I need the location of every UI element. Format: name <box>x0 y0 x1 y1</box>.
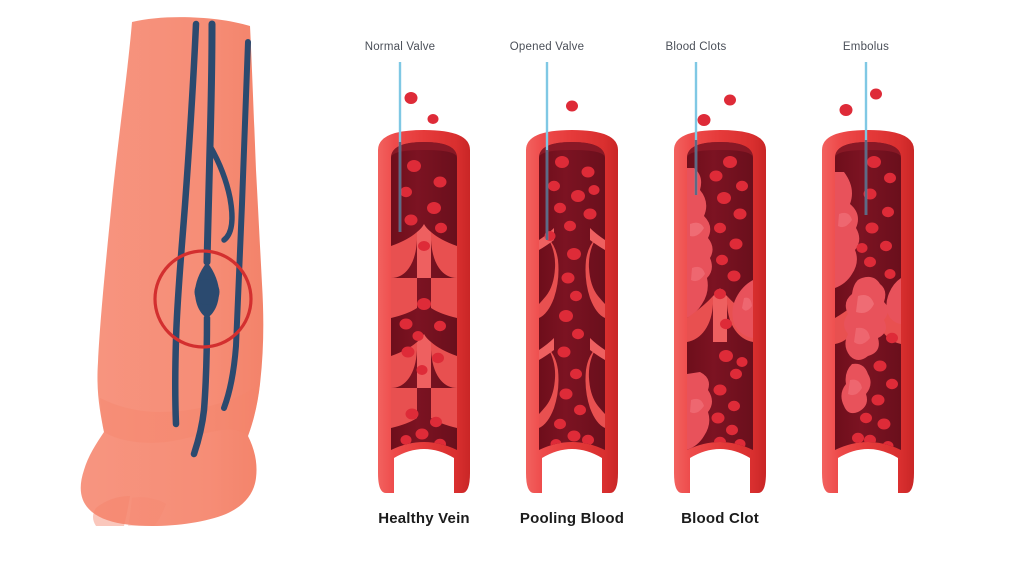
lumen-contents <box>835 156 901 450</box>
caption-healthy-vein: Healthy Vein <box>378 510 470 527</box>
vessel-blood-clot <box>674 94 766 493</box>
embolus-highlight-1 <box>856 295 874 313</box>
lumen-rim <box>835 142 901 158</box>
thrombus-node <box>194 279 220 305</box>
clot-upper-left <box>835 172 860 288</box>
valve2-left-open <box>539 348 559 428</box>
toe-crease-1 <box>93 496 130 526</box>
valve1-right <box>431 232 457 278</box>
pointer-label-normal-valve: Normal Valve <box>364 41 436 53</box>
floating-blood-cells <box>566 100 578 112</box>
thrombus-highlight-circle <box>153 249 253 349</box>
vessel-healthy-vein <box>378 92 470 493</box>
lumen-contents <box>687 156 753 450</box>
clot-upper-right <box>886 278 901 324</box>
lumen-contents <box>391 160 457 450</box>
embolus-highlight-2 <box>854 327 870 345</box>
clot-lower-left-highlight <box>690 398 704 414</box>
lumen-rim <box>391 142 457 158</box>
floating-blood-cells <box>697 94 736 126</box>
red-blood-cells <box>709 156 748 449</box>
pointer-label-opened-valve: Opened Valve <box>509 41 585 53</box>
floating-blood-cells <box>404 92 439 124</box>
pointer-lines-inside-lumen <box>398 140 868 240</box>
valve1-left <box>391 232 417 278</box>
leg-silhouette <box>80 17 264 527</box>
vessel-embolus <box>822 88 914 493</box>
pointer-label-embolus: Embolus <box>842 41 890 53</box>
caption-blood-clot: Blood Clot <box>681 510 759 527</box>
valve2-right-tip <box>590 338 605 360</box>
valve1-left-open <box>539 238 559 318</box>
clot-lower-highlight <box>848 379 862 396</box>
toe-crease-2 <box>128 497 166 526</box>
valve2-right-open <box>585 348 605 428</box>
ankle-shading <box>100 384 260 443</box>
valve1-neck-right <box>431 278 457 318</box>
valve1-right-tip <box>590 228 605 250</box>
lumen-rim <box>539 142 605 158</box>
valve1-right-open <box>585 238 605 318</box>
valve-left <box>687 296 713 342</box>
clot-upper-left-highlight <box>690 222 704 237</box>
leg-illustration <box>80 17 264 527</box>
caption-pooling-blood: Pooling Blood <box>519 510 625 527</box>
clot-upper-left-highlight2 <box>691 266 705 282</box>
clot-lower-left <box>687 372 712 450</box>
clot-upper-highlight <box>838 212 852 228</box>
valve2-center <box>417 334 431 388</box>
vein-center-lower <box>190 314 211 458</box>
vein-branch <box>207 143 235 243</box>
pointer-label-blood-clots: Blood Clots <box>665 41 727 53</box>
vessel-pooling-blood <box>526 100 618 493</box>
clot-mid-right-highlight <box>742 297 752 311</box>
clot-mid-right <box>732 280 753 338</box>
vein-right <box>221 39 251 411</box>
floating-blood-cells <box>839 88 882 116</box>
lumen-rim <box>687 142 753 158</box>
valve2-left-tip <box>539 338 554 360</box>
valve1-neck-left <box>391 278 417 318</box>
